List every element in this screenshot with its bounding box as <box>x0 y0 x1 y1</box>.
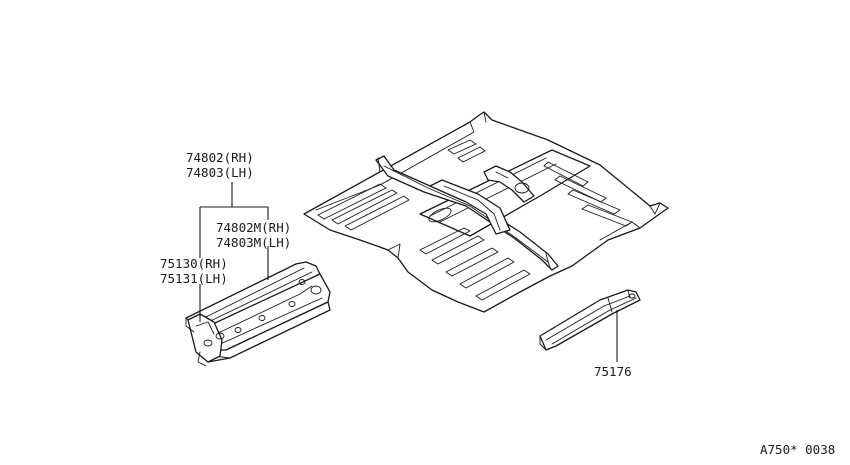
part-number-75130-rh: 75130(RH) <box>160 256 228 271</box>
part-number-74802m-rh: 74802M(RH) <box>216 220 291 235</box>
part-number-74803-lh: 74803(LH) <box>186 165 254 180</box>
figure-code: A750* 0038 <box>760 442 835 457</box>
side-rail-assembly <box>185 261 331 367</box>
part-number-74803m-lh: 74803M(LH) <box>216 235 291 250</box>
part-number-75131-lh: 75131(LH) <box>160 271 228 286</box>
crossmember-part <box>539 289 641 351</box>
part-number-75176: 75176 <box>594 364 632 379</box>
floor-pan-assembly <box>303 111 669 313</box>
leader-lines <box>199 182 618 362</box>
part-number-74802-rh: 74802(RH) <box>186 150 254 165</box>
